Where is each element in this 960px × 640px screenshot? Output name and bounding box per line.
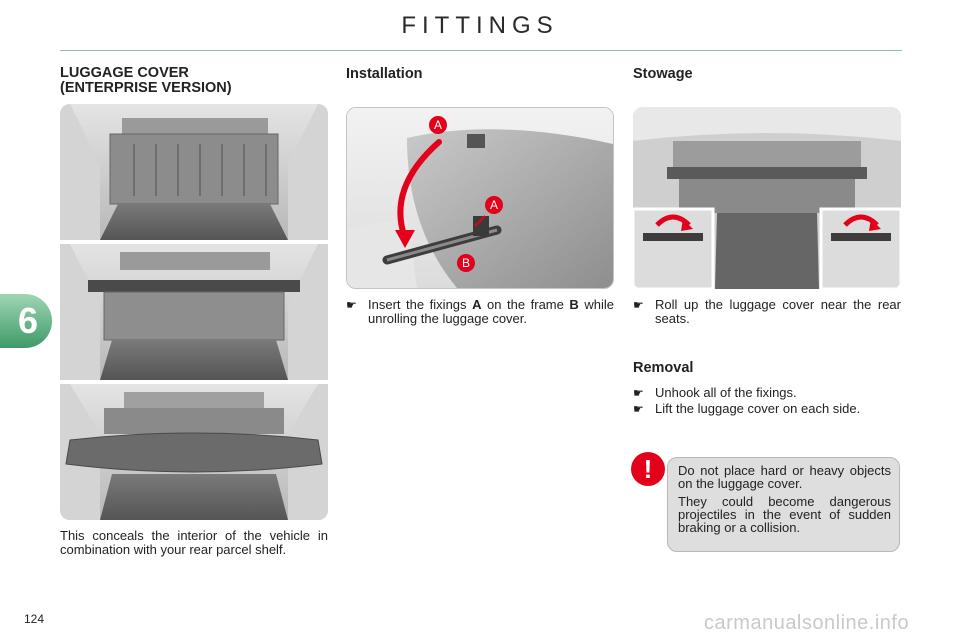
stowage-step: ☛ Roll up the luggage cover near the rea…: [633, 298, 901, 326]
pointing-hand-icon: ☛: [346, 298, 357, 312]
removal-heading: Removal: [633, 360, 694, 376]
boot-photo-1: [60, 104, 328, 240]
heading-line-1: LUGGAGE COVER: [60, 65, 189, 81]
section-heading: LUGGAGE COVER (ENTERPRISE VERSION): [60, 66, 232, 96]
installation-diagram: A A B: [346, 107, 614, 289]
page-number: 124: [24, 612, 45, 626]
removal-step-2-text: Lift the luggage cover on each side.: [655, 401, 861, 416]
stowage-step-text: Roll up the luggage cover near the rear …: [655, 297, 901, 326]
boot-photo-2: [60, 244, 328, 380]
stowage-inset-right: [819, 207, 901, 289]
installation-heading: Installation: [346, 66, 423, 82]
callout-a-bottom: A: [485, 196, 503, 214]
exclamation-icon: !: [631, 452, 665, 486]
pointing-hand-icon: ☛: [633, 298, 644, 312]
callout-a-top: A: [429, 116, 447, 134]
warning-box: Do not place hard or heavy objects on th…: [667, 457, 900, 552]
installation-step-text: Insert the fixings A on the frame B whil…: [368, 297, 614, 326]
title-rule: [60, 50, 902, 51]
warning-text-2: They could become dangerous projectiles …: [678, 494, 891, 535]
stowage-photo: [633, 107, 901, 289]
stowage-heading: Stowage: [633, 66, 693, 82]
callout-b: B: [457, 254, 475, 272]
stowage-inset-left: [633, 207, 715, 289]
boot-photo-3: [60, 384, 328, 520]
removal-step-1: ☛ Unhook all of the fixings.: [633, 385, 901, 401]
removal-step-1-text: Unhook all of the fixings.: [655, 385, 797, 400]
removal-step-2: ☛ Lift the luggage cover on each side.: [633, 401, 901, 417]
pointing-hand-icon: ☛: [633, 386, 644, 400]
boot-photo-stack: [60, 104, 328, 520]
installation-step: ☛ Insert the fixings A on the frame B wh…: [346, 298, 614, 326]
description-text: This conceals the interior of the vehicl…: [60, 528, 328, 557]
heading-line-2: (ENTERPRISE VERSION): [60, 80, 232, 96]
warning-text-1: Do not place hard or heavy objects on th…: [678, 463, 891, 491]
page-title: FITTINGS: [401, 12, 559, 39]
chapter-tab: 6: [0, 294, 52, 348]
watermark: carmanualsonline.info: [704, 612, 910, 634]
pointing-hand-icon: ☛: [633, 402, 644, 416]
